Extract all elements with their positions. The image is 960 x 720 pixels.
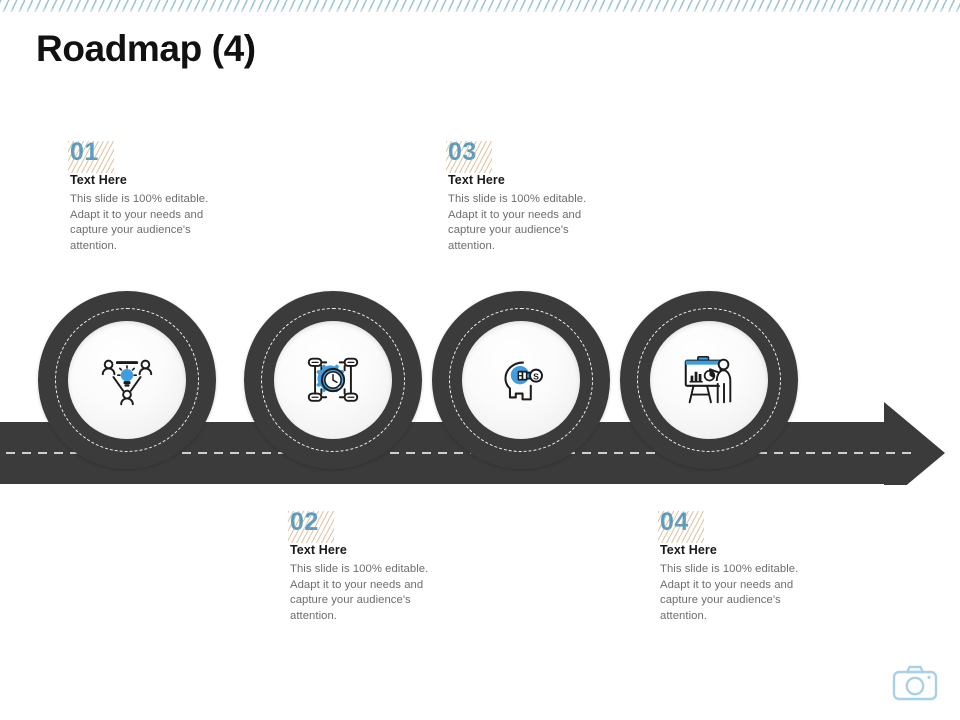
node-ring-dash-02 <box>261 308 405 452</box>
gear-clock-network-icon <box>307 357 359 402</box>
roadmap-node-03[interactable]: S <box>432 291 610 469</box>
step-text-block-04: 04 Text Here This slide is 100% editable… <box>658 508 830 624</box>
camera-watermark <box>892 664 938 702</box>
step-heading-03: Text Here <box>448 173 505 187</box>
node-ring-dash-01 <box>55 308 199 452</box>
node-ring-dash-04 <box>637 308 781 452</box>
step-number-wrap-04: 04 <box>658 508 704 543</box>
page-title: Roadmap (4) <box>36 28 256 69</box>
step-heading-02: Text Here <box>290 543 347 557</box>
svg-text:S: S <box>533 371 539 381</box>
head-brain-money-icon: S <box>504 361 543 401</box>
step-heading-01: Text Here <box>70 173 127 187</box>
node-ring-inner-03: S <box>462 321 580 439</box>
step-number-01: 01 <box>70 138 99 166</box>
node-ring-inner-02 <box>274 321 392 439</box>
step-number-wrap-03: 03 <box>446 138 492 173</box>
step-number-wrap-02: 02 <box>288 508 334 543</box>
step-body-02: This slide is 100% editable. Adapt it to… <box>290 563 429 622</box>
node-ring-inner-04 <box>650 321 768 439</box>
roadmap-node-04[interactable] <box>620 291 798 469</box>
camera-icon <box>892 665 938 701</box>
roadmap-node-01[interactable] <box>38 291 216 469</box>
step-body-04: This slide is 100% editable. Adapt it to… <box>660 563 799 622</box>
step-text-block-02: 02 Text Here This slide is 100% editable… <box>288 508 460 624</box>
step-text-block-01: 01 Text Here This slide is 100% editable… <box>68 138 240 254</box>
step-body-01: This slide is 100% editable. Adapt it to… <box>70 193 209 252</box>
step-number-wrap-01: 01 <box>68 138 114 173</box>
step-body-03: This slide is 100% editable. Adapt it to… <box>448 193 587 252</box>
step-text-block-03: 03 Text Here This slide is 100% editable… <box>446 138 618 254</box>
node-ring-dash-03 <box>449 308 593 452</box>
step-number-04: 04 <box>660 508 689 536</box>
step-number-02: 02 <box>290 508 319 536</box>
presentation-chart-person-icon <box>684 355 732 404</box>
node-ring-inner-01 <box>68 321 186 439</box>
step-number-03: 03 <box>448 138 477 166</box>
roadmap-node-02[interactable] <box>244 291 422 469</box>
top-hatch-stripe-fade <box>0 8 960 18</box>
people-lightbulb-idea-icon <box>101 359 153 406</box>
step-heading-04: Text Here <box>660 543 717 557</box>
